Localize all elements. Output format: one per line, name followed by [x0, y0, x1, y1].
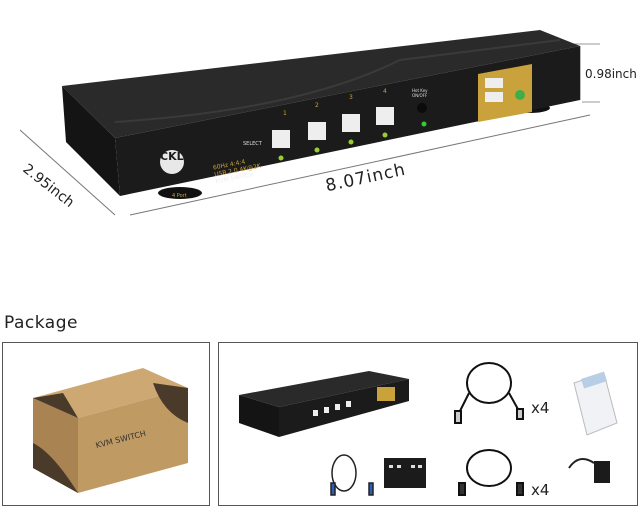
port-count-label: 4 Port: [172, 193, 187, 199]
height-label: 0.98inch: [585, 67, 637, 81]
brand-name: CKLau: [160, 150, 199, 163]
device-top: [62, 30, 580, 138]
hdmi-cable-quantity: x4: [531, 481, 550, 499]
usb-port-icon: [485, 92, 503, 102]
device-foot: [158, 187, 202, 199]
package-title: Package: [4, 313, 78, 333]
select-label: SELECT: [243, 141, 262, 147]
package-contents-panel: x4 x4: [218, 342, 638, 506]
port-led-4: [382, 132, 388, 138]
hdmi-cable-icon: [458, 449, 524, 496]
manual-icon: [573, 371, 618, 436]
device-side: [62, 86, 120, 196]
port-number-2: 2: [315, 102, 319, 109]
kvm-switch-thumbnail: [239, 371, 409, 437]
port-led-3: [348, 139, 354, 145]
package-box-panel: KVM SWITCH: [2, 342, 210, 506]
port-led-1: [278, 155, 284, 161]
hotkey-button[interactable]: [417, 103, 427, 113]
usb-cable-icon: [454, 362, 524, 424]
kvm-switch-illustration: [19, 30, 600, 216]
remote-keypad-icon: [384, 458, 426, 488]
hotkey-led: [421, 121, 427, 127]
width-dimension-line: [19, 129, 116, 216]
port-number-1: 1: [283, 110, 287, 117]
power-adapter-icon: [568, 458, 610, 483]
port-button-2[interactable]: [308, 122, 326, 140]
port-number-3: 3: [349, 94, 353, 101]
shipping-box-illustration: [33, 368, 188, 493]
hotkey-label: Hot Key ON/OFF: [412, 88, 428, 98]
port-buttons: [272, 103, 427, 161]
port-led-2: [314, 147, 320, 153]
usb-cable-quantity: x4: [531, 399, 550, 417]
length-dimension-line: [129, 114, 591, 216]
brand-logo-icon: [160, 150, 184, 174]
audio-jack-icon: [515, 90, 525, 100]
port-number-4: 4: [383, 88, 387, 95]
usb-port-icon: [485, 78, 503, 88]
network-cable-icon: [330, 454, 374, 496]
port-button-4[interactable]: [376, 107, 394, 125]
port-button-3[interactable]: [342, 114, 360, 132]
port-button-1[interactable]: [272, 130, 290, 148]
package-contents-illustration: [239, 362, 618, 496]
